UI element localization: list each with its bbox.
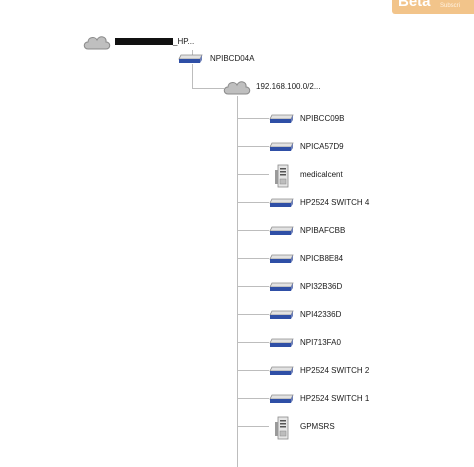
tree-node-child[interactable]: NPI713FA0: [237, 336, 387, 360]
connector-child-branch: [237, 398, 269, 399]
connector-root-to-level1: [192, 50, 193, 58]
switch-icon: [269, 198, 294, 207]
child-label: NPI42336D: [300, 310, 342, 319]
beta-badge: Beta Subscri: [392, 0, 474, 14]
connector-level1-vertical: [192, 64, 193, 88]
child-label: NPI32B36D: [300, 282, 343, 291]
tree-node-level2[interactable]: 192.168.100.0/2...: [222, 78, 342, 98]
connector-child-branch: [237, 118, 269, 119]
server-icon: [275, 164, 289, 188]
cloud-icon: [83, 36, 111, 50]
switch-icon: [269, 254, 294, 263]
beta-badge-secondary: Subscri: [440, 3, 461, 9]
connector-child-branch: [237, 258, 269, 259]
child-label: GPMSRS: [300, 422, 335, 431]
connector-child-branch: [237, 370, 269, 371]
redacted-name-block: [115, 38, 173, 45]
child-label: NPIBAFCBB: [300, 226, 346, 235]
tree-node-child[interactable]: NPICB8E84: [237, 252, 387, 276]
switch-icon: [269, 114, 294, 123]
tree-node-child[interactable]: HP2524 SWITCH 1: [237, 392, 387, 416]
child-label: HP2524 SWITCH 2: [300, 366, 370, 375]
switch-icon: [269, 142, 294, 151]
child-label: HP2524 SWITCH 1: [300, 394, 370, 403]
connector-child-branch: [237, 426, 269, 427]
connector-child-branch: [237, 230, 269, 231]
tree-node-level1[interactable]: NPIBCD04A: [178, 52, 288, 66]
switch-icon: [269, 366, 294, 375]
switch-icon: [269, 282, 294, 291]
tree-node-child[interactable]: NPIBCC09B: [237, 112, 387, 136]
switch-icon: [269, 310, 294, 319]
child-label: NPICA57D9: [300, 142, 344, 151]
tree-node-child[interactable]: GPMSRS: [237, 416, 387, 444]
tree-node-root[interactable]: _HP...: [82, 32, 202, 54]
switch-icon: [269, 394, 294, 403]
server-icon: [275, 416, 289, 440]
cloud-icon: [223, 81, 251, 95]
tree-node-child[interactable]: HP2524 SWITCH 4: [237, 196, 387, 220]
child-label: medicalcent: [300, 170, 343, 179]
connector-child-branch: [237, 286, 269, 287]
connector-child-branch: [237, 202, 269, 203]
tree-node-child[interactable]: NPICA57D9: [237, 140, 387, 164]
level2-label: 192.168.100.0/2...: [256, 82, 321, 91]
child-label: NPI713FA0: [300, 338, 341, 347]
connector-child-branch: [237, 342, 269, 343]
beta-badge-primary: Beta: [398, 0, 431, 10]
switch-icon: [269, 226, 294, 235]
switch-icon: [269, 338, 294, 347]
level1-label: NPIBCD04A: [210, 54, 255, 63]
child-label: NPIBCC09B: [300, 114, 345, 123]
child-label: HP2524 SWITCH 4: [300, 198, 370, 207]
switch-icon: [178, 54, 203, 63]
connector-child-branch: [237, 146, 269, 147]
tree-node-child[interactable]: HP2524 SWITCH 2: [237, 364, 387, 388]
tree-node-child[interactable]: NPIBAFCBB: [237, 224, 387, 248]
connector-child-branch: [237, 314, 269, 315]
connector-level1-horizontal: [192, 88, 224, 89]
tree-node-child[interactable]: NPI42336D: [237, 308, 387, 332]
connector-child-branch: [237, 174, 269, 175]
connector-children-trunk: [237, 96, 238, 467]
root-label: _HP...: [173, 37, 195, 46]
tree-node-child[interactable]: NPI32B36D: [237, 280, 387, 304]
child-label: NPICB8E84: [300, 254, 344, 263]
tree-node-child[interactable]: medicalcent: [237, 164, 387, 192]
